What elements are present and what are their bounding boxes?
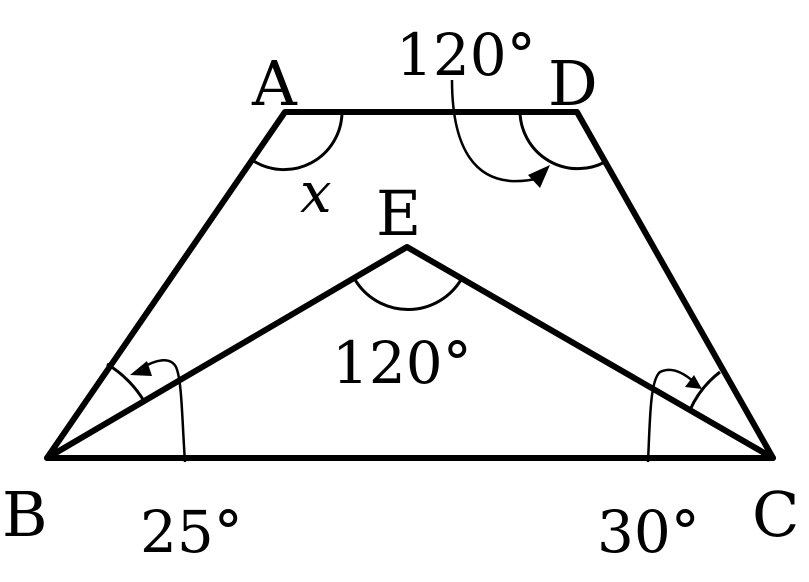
segments-be-ec xyxy=(44,244,776,461)
angle-label-c: 30° xyxy=(597,498,700,566)
angle-arc-b xyxy=(106,362,146,402)
arrowhead-b xyxy=(130,361,152,376)
angle-arc-c xyxy=(688,370,721,411)
angle-label-x: x xyxy=(300,161,332,226)
angle-arc-a xyxy=(251,111,344,172)
angle-arc-e xyxy=(352,277,464,312)
angle-label-d: 120° xyxy=(396,21,536,89)
leader-b xyxy=(141,359,187,463)
trapezoid-abcd xyxy=(44,109,776,461)
angle-label-e: 120° xyxy=(332,329,472,397)
arrowhead-d xyxy=(528,165,550,188)
arrowhead-c xyxy=(685,375,702,389)
vertex-label-b: B xyxy=(2,478,48,551)
angle-arc-d xyxy=(518,111,606,171)
leader-c xyxy=(646,368,695,463)
vertex-label-e: E xyxy=(376,177,421,250)
vertex-label-d: D xyxy=(548,47,598,120)
vertex-label-c: C xyxy=(752,478,799,551)
leader-d xyxy=(450,79,541,183)
vertex-label-a: A xyxy=(251,47,298,120)
angle-label-b: 25° xyxy=(140,498,243,566)
